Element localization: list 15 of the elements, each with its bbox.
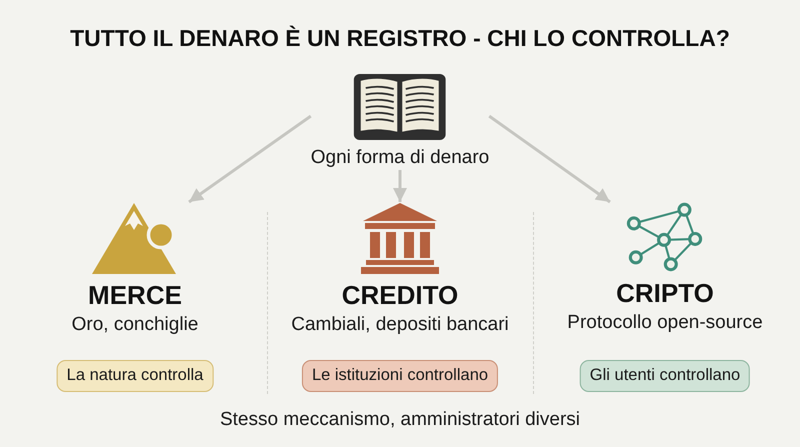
category-heading: CRIPTO <box>616 278 714 308</box>
footer-note: Stesso meccanismo, amministratori diversi <box>220 408 580 432</box>
arrow <box>488 114 611 204</box>
controller-tag: Le istituzioni controllano <box>302 360 498 392</box>
category-heading: CREDITO <box>342 280 458 310</box>
category-examples: Cambiali, depositi bancari <box>291 313 509 337</box>
ledger-caption: Ogni forma di denaro <box>310 146 490 170</box>
category-examples: Protocollo open-source <box>567 311 763 335</box>
arrow <box>188 114 312 204</box>
arrow <box>393 170 407 202</box>
diagram-title: TUTTO IL DENARO È UN REGISTRO - CHI LO CONTROLLA? <box>70 24 730 53</box>
category-heading: MERCE <box>88 280 182 310</box>
controller-tag: La natura controlla <box>56 360 214 392</box>
controller-tag: Gli utenti controllano <box>580 360 750 392</box>
category-examples: Oro, conchiglie <box>72 313 198 337</box>
